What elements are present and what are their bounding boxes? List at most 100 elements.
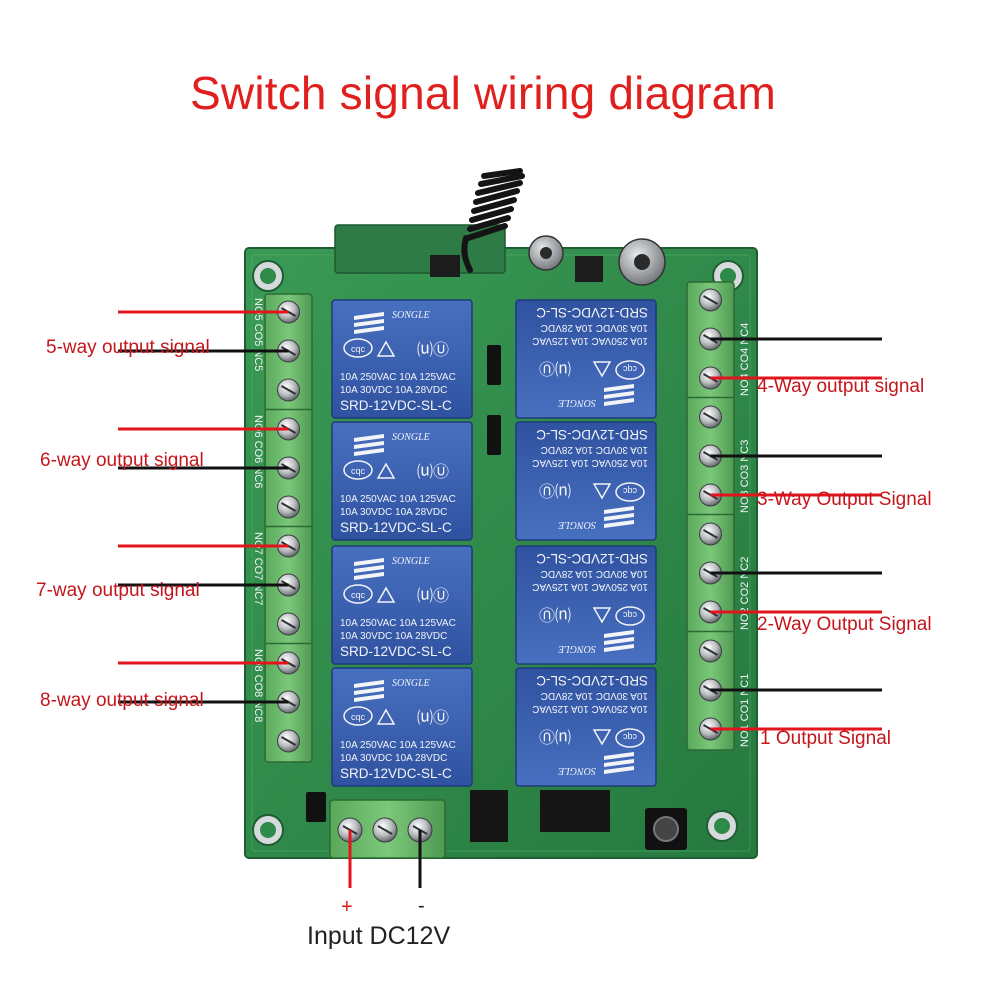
- cert-mark: cqc: [622, 610, 637, 620]
- terminal-screw-icon: [277, 612, 300, 636]
- ic-chip: [470, 790, 508, 842]
- ul-mark-icon: ⒰Ⓤ: [417, 709, 449, 727]
- relay-group: SONGLE cqc ⒰Ⓤ 10A 250VAC 10A 125VAC 10A 30VD…: [331, 299, 657, 787]
- relay-brand: SONGLE: [558, 519, 596, 530]
- pushbutton-icon: [645, 808, 687, 850]
- output-label-right: 1 Output Signal: [760, 728, 891, 749]
- songle-logo-icon: [604, 384, 634, 406]
- output-label-right: 3-Way Output Signal: [757, 489, 932, 510]
- relay-rating: 10A 30VDC 10A 28VDC: [541, 322, 648, 333]
- output-label-left: 6-way output signal: [40, 450, 204, 471]
- terminal-screw-icon: [372, 817, 398, 843]
- relay-brand: SONGLE: [392, 432, 430, 443]
- cert-mark: cqc: [351, 712, 366, 722]
- relay-rating: 10A 250VAC 10A 125VAC: [340, 372, 456, 383]
- relay-rating: 10A 30VDC 10A 28VDC: [541, 444, 648, 455]
- wire-group: [118, 310, 882, 888]
- ul-mark-icon: ⒰Ⓤ: [417, 341, 449, 359]
- terminal-screw-icon: [277, 495, 300, 519]
- warning-triangle-icon: [592, 729, 612, 746]
- songle-logo-icon: [604, 752, 634, 774]
- relay-rating: 10A 250VAC 10A 125VAC: [532, 335, 648, 346]
- terminal-screw-icon: [277, 729, 300, 753]
- songle-logo-icon: [354, 312, 384, 334]
- antenna-coil-icon: [461, 168, 525, 273]
- relay-rating: 10A 30VDC 10A 28VDC: [541, 690, 648, 701]
- relay-rating: 10A 30VDC 10A 28VDC: [340, 385, 447, 396]
- rf-module: [334, 224, 506, 274]
- relay-model: SRD-12VDC-SL-C: [536, 427, 648, 442]
- ic-chip: [540, 790, 610, 832]
- terminal-screw-icon: [699, 522, 722, 546]
- relay-model: SRD-12VDC-SL-C: [340, 766, 452, 781]
- cert-mark: cqc: [622, 486, 637, 496]
- relay-model: SRD-12VDC-SL-C: [536, 305, 648, 320]
- relay-brand: SONGLE: [558, 643, 596, 654]
- diode: [487, 345, 501, 385]
- ul-mark-icon: ⒰Ⓤ: [539, 481, 571, 499]
- terminal-screw-icon: [699, 639, 722, 663]
- relay-rating: 10A 30VDC 10A 28VDC: [340, 507, 447, 518]
- songle-logo-icon: [354, 680, 384, 702]
- ul-mark-icon: ⒰Ⓤ: [417, 587, 449, 605]
- relay-brand: SONGLE: [392, 678, 430, 689]
- cqc-mark-icon: [615, 360, 645, 380]
- relay-brand: SONGLE: [558, 765, 596, 776]
- relay: SONGLE cqc ⒰Ⓤ 10A 250VAC 10A 125VAC 10A 30VD…: [331, 421, 473, 541]
- cqc-mark-icon: [615, 606, 645, 626]
- warning-triangle-icon: [376, 586, 396, 603]
- cert-mark: cqc: [622, 364, 637, 374]
- warning-triangle-icon: [376, 340, 396, 357]
- output-label-left: 8-way output signal: [40, 690, 204, 711]
- relay-rating: 10A 30VDC 10A 28VDC: [541, 568, 648, 579]
- relay-rating: 10A 250VAC 10A 125VAC: [532, 457, 648, 468]
- cqc-mark-icon: [343, 338, 373, 358]
- ul-mark-icon: ⒰Ⓤ: [539, 359, 571, 377]
- cert-mark: cqc: [351, 590, 366, 600]
- terminal-screw-icon: [277, 378, 300, 402]
- pin-label: NO6 CO6 NC6: [252, 415, 264, 488]
- relay-model: SRD-12VDC-SL-C: [340, 520, 452, 535]
- warning-triangle-icon: [592, 483, 612, 500]
- mounting-hole: [706, 810, 738, 842]
- relay-model: SRD-12VDC-SL-C: [340, 398, 452, 413]
- warning-triangle-icon: [592, 607, 612, 624]
- warning-triangle-icon: [376, 708, 396, 725]
- right-terminal-block: [686, 281, 735, 751]
- cert-mark: cqc: [622, 732, 637, 742]
- relay: SONGLE cqc ⒰Ⓤ 10A 250VAC 10A 125VAC 10A 30VD…: [515, 421, 657, 541]
- ul-mark-icon: ⒰Ⓤ: [539, 605, 571, 623]
- diode: [306, 792, 326, 822]
- diode: [487, 415, 501, 455]
- pin-label: NO8 CO8 NC8: [252, 649, 264, 722]
- output-label-right: 2-Way Output Signal: [757, 614, 932, 635]
- relay-rating: 10A 30VDC 10A 28VDC: [340, 631, 447, 642]
- cqc-mark-icon: [615, 482, 645, 502]
- output-label-left: 7-way output signal: [36, 580, 200, 601]
- cert-mark: cqc: [351, 466, 366, 476]
- warning-triangle-icon: [592, 361, 612, 378]
- ul-mark-icon: ⒰Ⓤ: [417, 463, 449, 481]
- songle-logo-icon: [354, 434, 384, 456]
- relay-rating: 10A 250VAC 10A 125VAC: [532, 581, 648, 592]
- warning-triangle-icon: [376, 462, 396, 479]
- output-label-left: 5-way output signal: [46, 337, 210, 358]
- mounting-hole: [252, 260, 284, 292]
- negative-symbol: -: [418, 895, 425, 917]
- songle-logo-icon: [604, 630, 634, 652]
- voltage-regulator: [575, 256, 603, 282]
- relay-brand: SONGLE: [392, 556, 430, 567]
- relay-model: SRD-12VDC-SL-C: [536, 551, 648, 566]
- relay-model: SRD-12VDC-SL-C: [340, 644, 452, 659]
- pin-label: NO2 CO2 NC2: [739, 557, 751, 630]
- diagram-title: Switch signal wiring diagram: [190, 67, 776, 119]
- output-label-right: 4-Way output signal: [757, 376, 925, 397]
- capacitor-icon: [528, 235, 564, 271]
- relay-rating: 10A 250VAC 10A 125VAC: [340, 494, 456, 505]
